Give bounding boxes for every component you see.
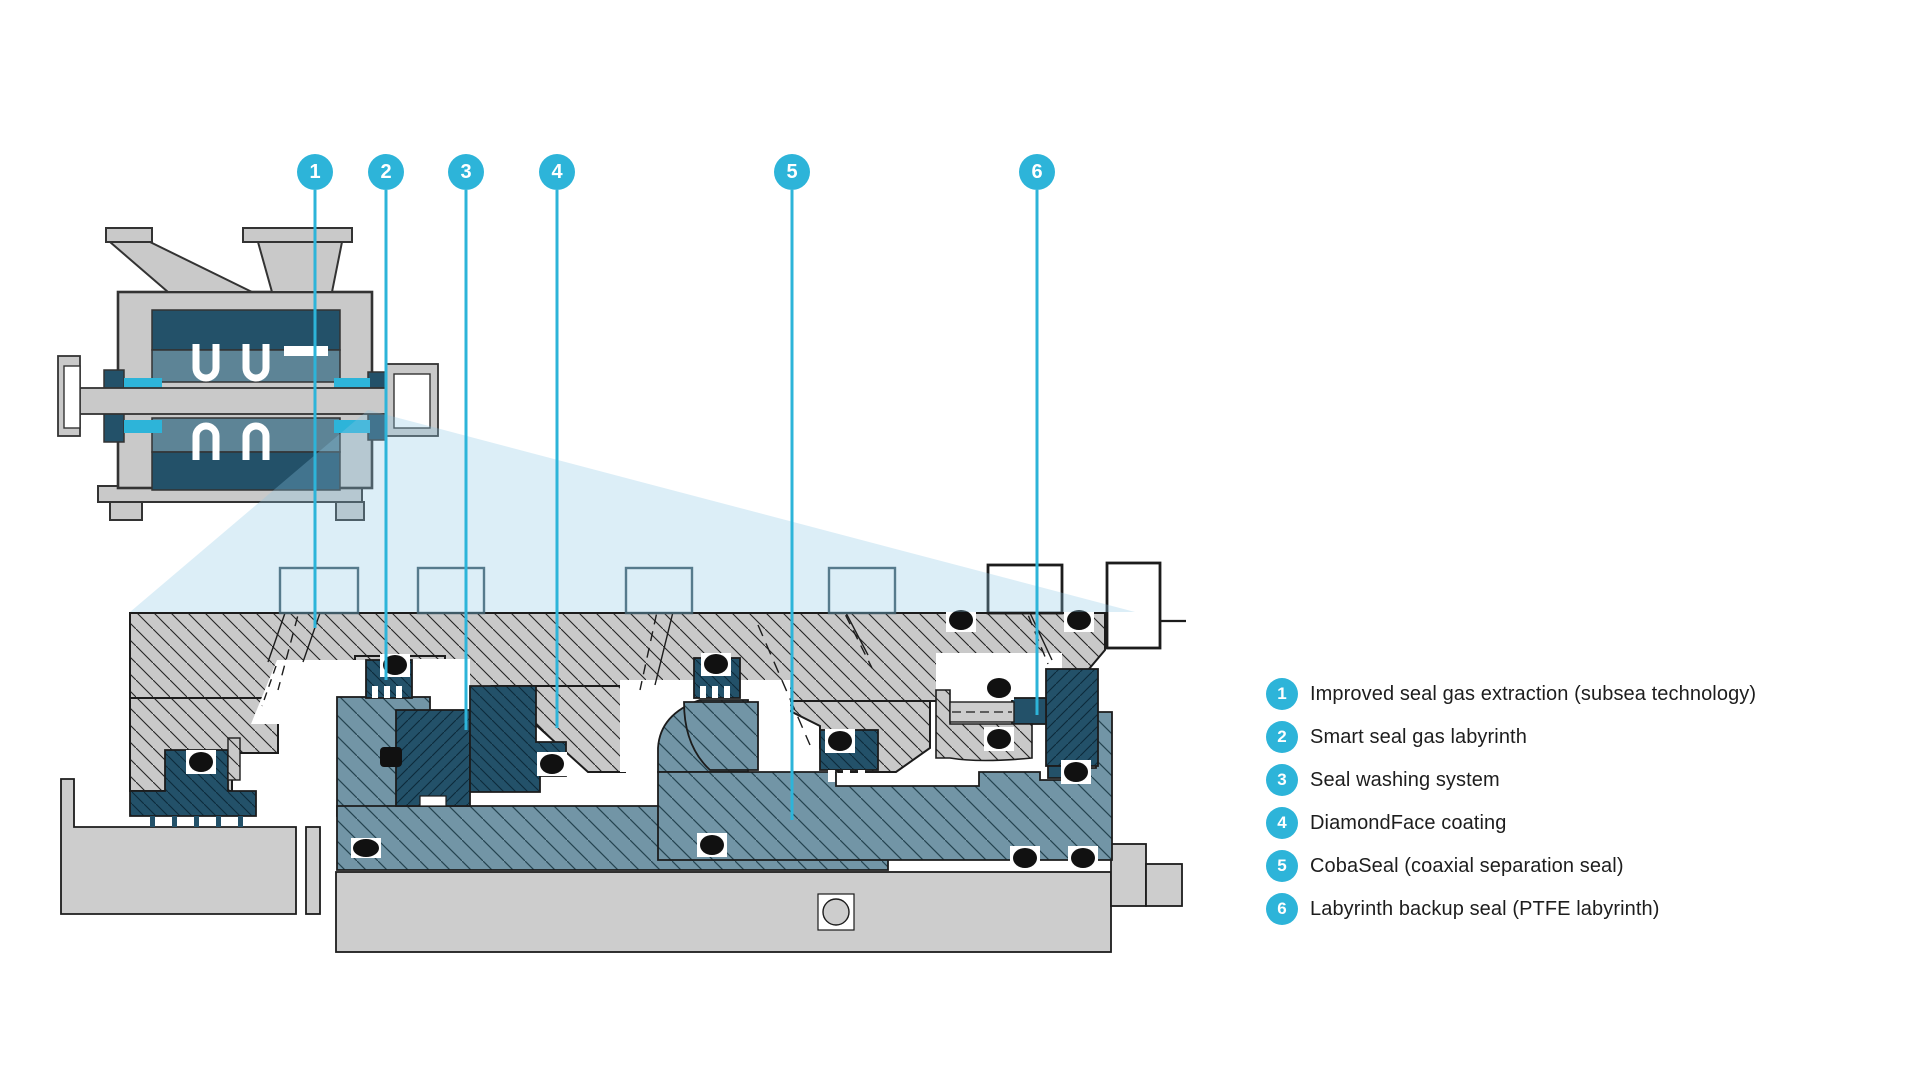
- boot-seal-springs: [150, 816, 243, 827]
- pump-seal-highlight-right-bottom: [334, 420, 370, 433]
- shaft: [60, 778, 1183, 953]
- drilled-passages: [261, 597, 1053, 746]
- backup-seal-ring: [1045, 668, 1099, 767]
- primary-seal-ring: [395, 709, 471, 807]
- seal-components: [129, 657, 1099, 827]
- backup-seal-clamp: [1011, 697, 1047, 725]
- compressor-overview: [57, 227, 439, 521]
- zoom-beam: [130, 410, 1135, 612]
- pump-seal-highlight-left-bottom: [124, 420, 162, 433]
- impeller-channels: [192, 344, 270, 460]
- housing-ports: [278, 561, 1186, 650]
- o-rings: [186, 608, 1098, 870]
